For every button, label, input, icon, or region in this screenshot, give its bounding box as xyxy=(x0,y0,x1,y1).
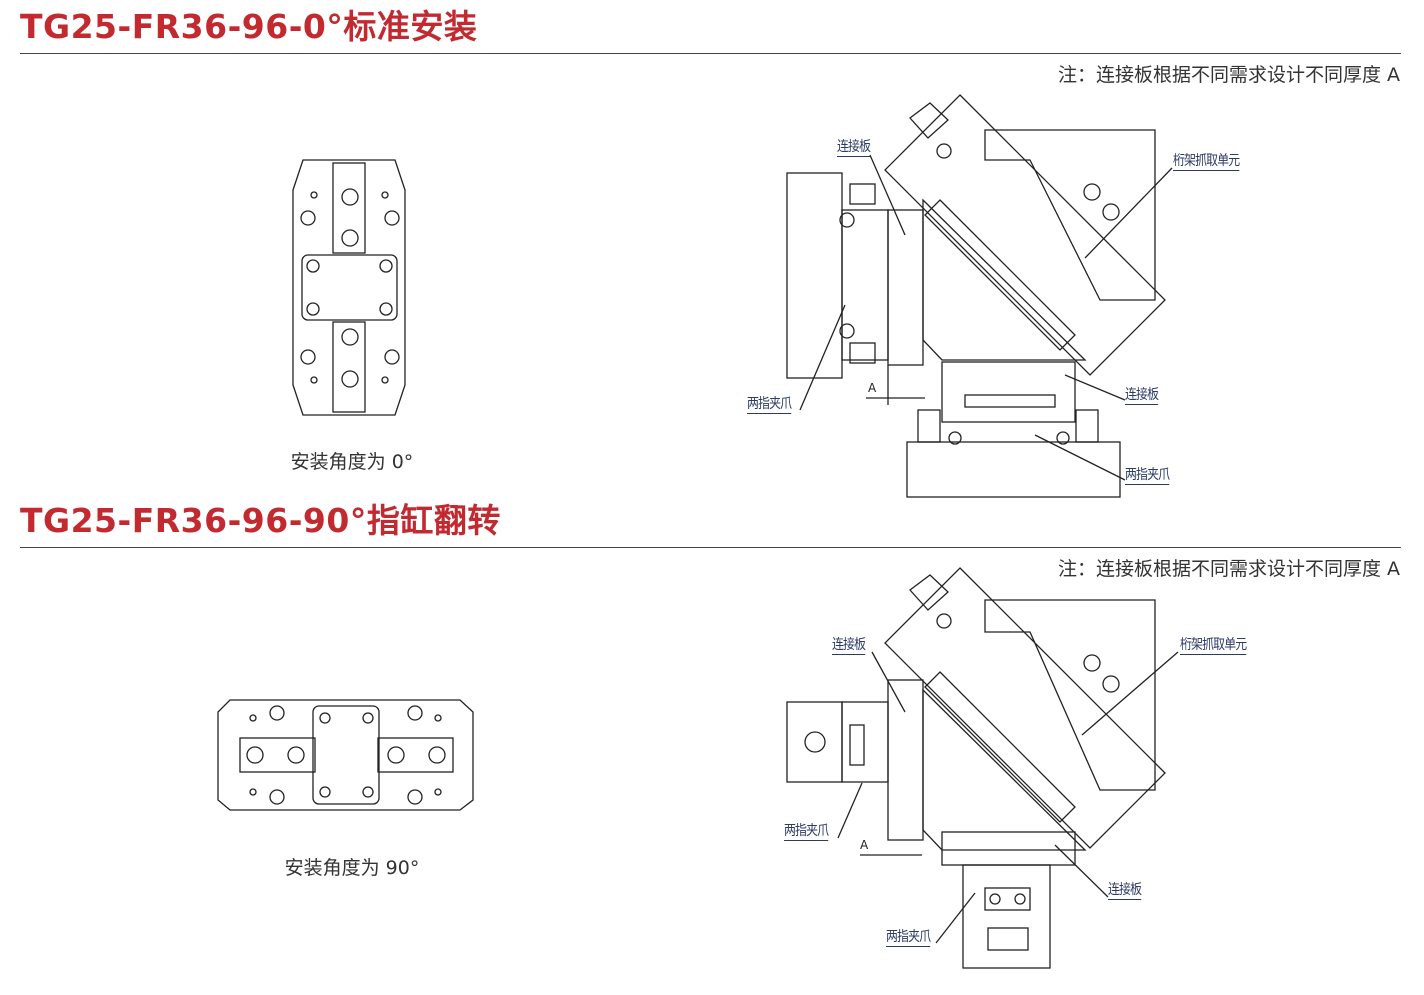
dimension-a: A xyxy=(868,381,877,395)
label-two-finger-gripper: 两指夹爪 xyxy=(784,820,829,841)
label-connecting-plate: 连接板 xyxy=(1108,879,1142,900)
thickness-note: 注：连接板根据不同需求设计不同厚度 A xyxy=(1057,64,1400,86)
label-connecting-plate: 连接板 xyxy=(832,634,866,655)
label-gantry-gripping-unit: 桁架抓取单元 xyxy=(1180,634,1247,655)
divider xyxy=(20,547,1401,548)
angle-caption: 安装角度为 0° xyxy=(290,451,414,473)
assembly-drawing-90deg xyxy=(786,567,1179,969)
divider xyxy=(20,53,1401,54)
label-two-finger-gripper: 两指夹爪 xyxy=(747,393,792,414)
label-gantry-gripping-unit: 桁架抓取单元 xyxy=(1173,150,1240,171)
section-title-90deg: TG25-FR36-96-90°指缸翻转 xyxy=(20,501,501,540)
dimension-a: A xyxy=(860,838,869,852)
section-title-0deg: TG25-FR36-96-0°标准安装 xyxy=(20,7,478,46)
label-two-finger-gripper: 两指夹爪 xyxy=(1125,464,1170,485)
label-two-finger-gripper: 两指夹爪 xyxy=(886,926,931,947)
angle-caption: 安装角度为 90° xyxy=(284,857,420,879)
thickness-note: 注：连接板根据不同需求设计不同厚度 A xyxy=(1057,558,1400,580)
label-connecting-plate: 连接板 xyxy=(1125,384,1159,405)
gripper-top-view-90deg xyxy=(217,699,474,811)
gripper-top-view-0deg xyxy=(292,159,406,416)
assembly-drawing-0deg xyxy=(786,94,1173,498)
label-connecting-plate: 连接板 xyxy=(837,136,871,157)
